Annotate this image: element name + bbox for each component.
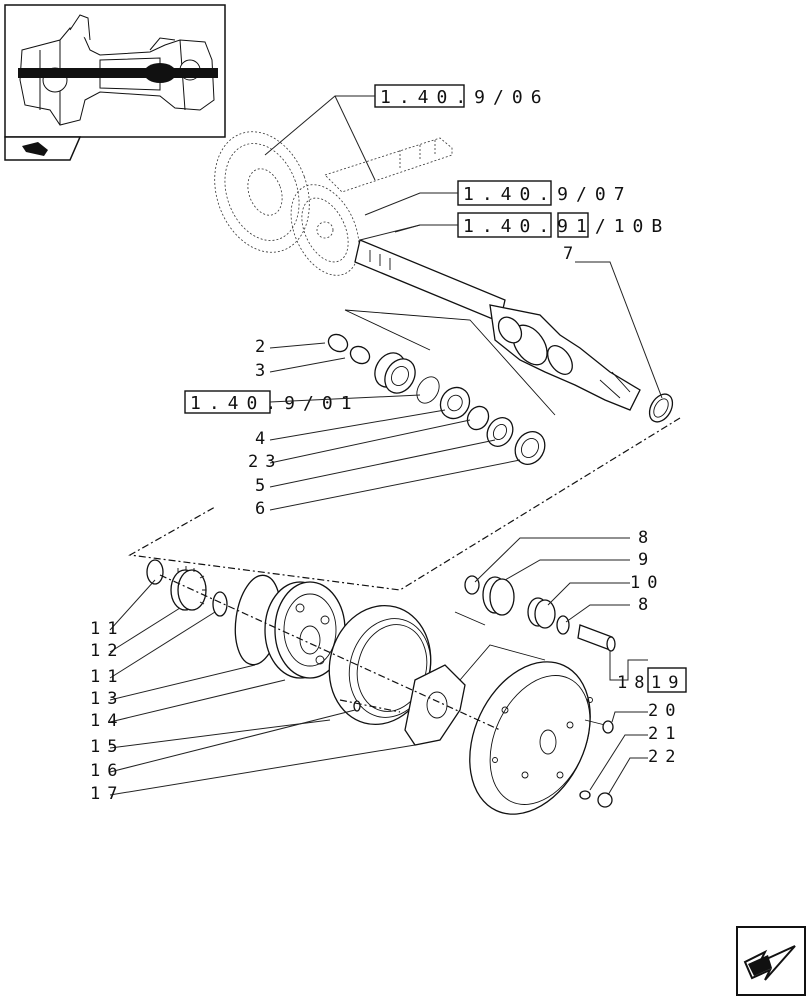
part-20-bolt xyxy=(584,719,614,734)
part-8-washer xyxy=(464,575,480,595)
next-page-arrow-icon[interactable] xyxy=(736,926,806,996)
pinion-shaft xyxy=(324,137,453,193)
label-18: 18 xyxy=(617,673,651,693)
ref-1-40-9-07-text: 1.40.9/07 xyxy=(463,184,633,205)
ref-1-40-9-01[interactable]: 1.40.9/01 xyxy=(184,390,360,414)
ref-1-40-9-06[interactable]: 1.40.9/06 xyxy=(374,84,550,108)
label-14: 14 xyxy=(90,711,124,731)
label-20: 20 xyxy=(648,701,682,721)
differential-housing xyxy=(290,184,360,276)
part-11-circlip-b xyxy=(212,591,228,617)
label-12: 12 xyxy=(90,641,124,661)
ref-1-40-91-10b-text: 1.40.91/10B xyxy=(463,216,670,237)
part-seal-ring xyxy=(416,376,440,404)
part-17-flange xyxy=(404,664,466,746)
part-6-seal xyxy=(514,431,546,465)
part-9-gear xyxy=(482,576,515,616)
ring-gear xyxy=(214,131,310,253)
part-22-nut xyxy=(597,792,613,808)
half-shaft xyxy=(354,239,641,411)
part-23-circlip xyxy=(466,405,490,431)
label-13: 13 xyxy=(90,689,124,709)
part-4-bearing xyxy=(439,386,471,420)
part-10-needle-bearing xyxy=(527,597,556,629)
ref-1-40-9-01-text: 1.40.9/01 xyxy=(190,393,360,414)
label-19-box[interactable]: 19 xyxy=(647,667,687,693)
ref-1-40-9-07[interactable]: 1.40.9/07 xyxy=(457,180,633,206)
label-21: 21 xyxy=(648,724,682,744)
part-21-washer xyxy=(579,790,591,800)
ref-1-40-9-06-text: 1.40.9/06 xyxy=(380,87,550,108)
hub-disc xyxy=(469,661,593,815)
label-7: 7 xyxy=(563,244,580,264)
part-8-washer-b xyxy=(556,615,570,635)
label-17: 17 xyxy=(90,784,124,804)
label-10: 10 xyxy=(630,573,664,593)
label-19: 19 xyxy=(651,673,685,693)
label-4: 4 xyxy=(255,429,272,449)
label-11b: 11 xyxy=(90,667,124,687)
label-6: 6 xyxy=(255,499,272,519)
label-2: 2 xyxy=(255,337,272,357)
part-2-circlip-b xyxy=(349,345,371,365)
label-22: 22 xyxy=(648,747,682,767)
label-15: 15 xyxy=(90,737,124,757)
phantom-frame xyxy=(128,417,681,591)
label-8b: 8 xyxy=(638,595,655,615)
part-5-washer xyxy=(486,417,514,447)
label-9: 9 xyxy=(638,550,655,570)
label-11a: 11 xyxy=(90,619,124,639)
leaders xyxy=(109,95,663,796)
part-3-bearing xyxy=(374,352,416,394)
part-11-circlip xyxy=(146,559,164,585)
back-arrow-icon[interactable] xyxy=(4,136,82,161)
ref-1-40-91-10b[interactable]: 1.40.91/10B xyxy=(457,212,670,238)
label-3: 3 xyxy=(255,361,272,381)
label-16: 16 xyxy=(90,761,124,781)
part-2-circlip xyxy=(327,333,349,353)
part-7-ring xyxy=(648,393,674,423)
label-5: 5 xyxy=(255,476,272,496)
label-23: 23 xyxy=(248,452,282,472)
axle-overview-thumbnail[interactable] xyxy=(4,4,226,138)
part-14-sun-gear-carrier xyxy=(264,581,346,679)
label-8a: 8 xyxy=(638,528,655,548)
part-18-pin xyxy=(577,624,616,652)
